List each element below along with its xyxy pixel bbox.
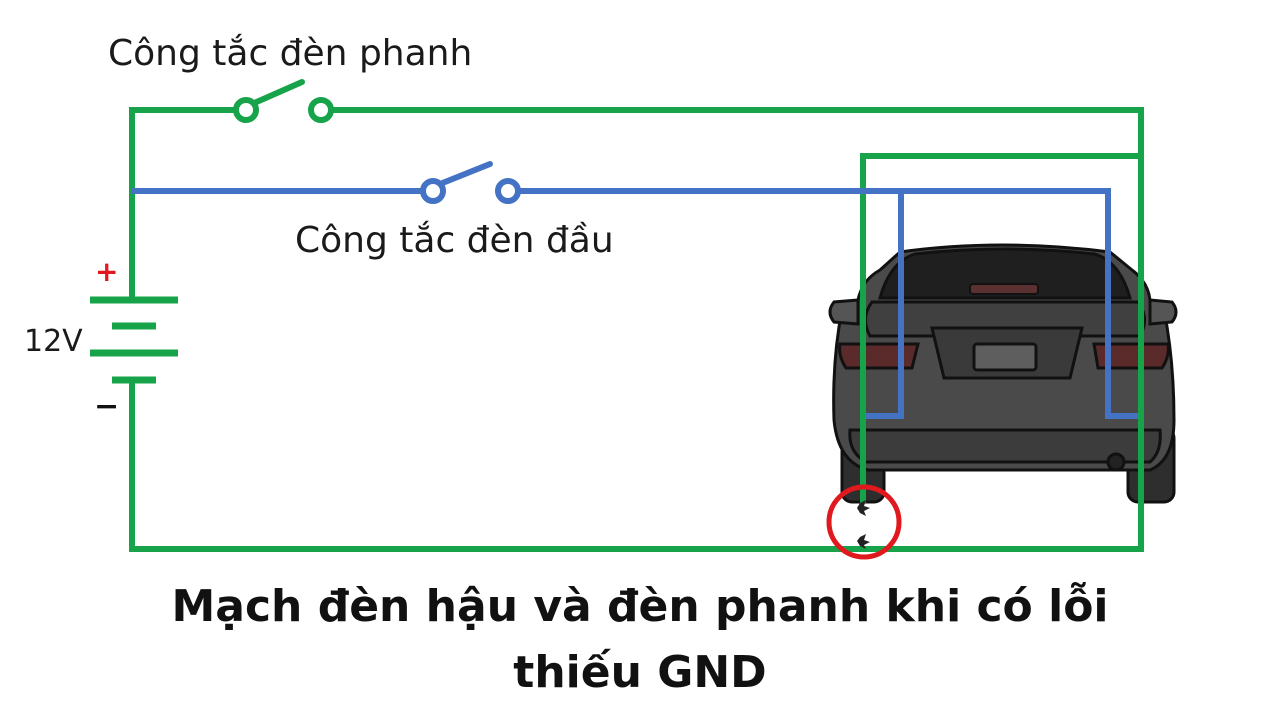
headlight-circuit	[132, 188, 1138, 419]
car-right-mirror	[1148, 298, 1178, 326]
car-rear-view	[828, 243, 1178, 504]
car-left-mirror	[828, 298, 860, 326]
diagram-title-line2: thiếu GND	[513, 647, 767, 698]
car-license-plate	[972, 342, 1038, 372]
diagram-title-line1: Mạch đèn hậu và đèn phanh khi có lỗi	[171, 581, 1109, 632]
brake-light-circuit	[129, 107, 1144, 552]
headlight-switch-label: Công tắc đèn đầu	[295, 220, 614, 261]
car-left-taillight	[838, 342, 920, 370]
brake-wire-car-branch	[860, 153, 1144, 503]
break-mark-bottom	[857, 534, 870, 549]
car-exhaust	[1106, 452, 1126, 472]
brake-wire-bottom	[129, 377, 1144, 552]
car-bumper	[848, 428, 1162, 464]
broken-ground-marker	[826, 484, 902, 560]
battery-voltage-label: 12V	[24, 324, 83, 359]
headlight-switch	[420, 161, 521, 204]
battery-minus-sign: −	[94, 389, 120, 424]
fault-circle	[826, 484, 902, 560]
car-right-taillight	[1092, 342, 1170, 370]
battery-symbol	[90, 296, 178, 384]
headlight-wire-left-lamp	[866, 191, 904, 419]
brake-wire-top-right	[327, 107, 1144, 552]
break-mark-top	[857, 500, 870, 516]
car-brake-light-strip	[969, 283, 1039, 295]
headlight-wire-right	[518, 188, 1138, 419]
battery-plus-sign: +	[95, 255, 119, 288]
brake-switch	[233, 79, 334, 123]
brake-wire-left	[129, 107, 241, 303]
brake-switch-label: Công tắc đèn phanh	[108, 33, 473, 74]
